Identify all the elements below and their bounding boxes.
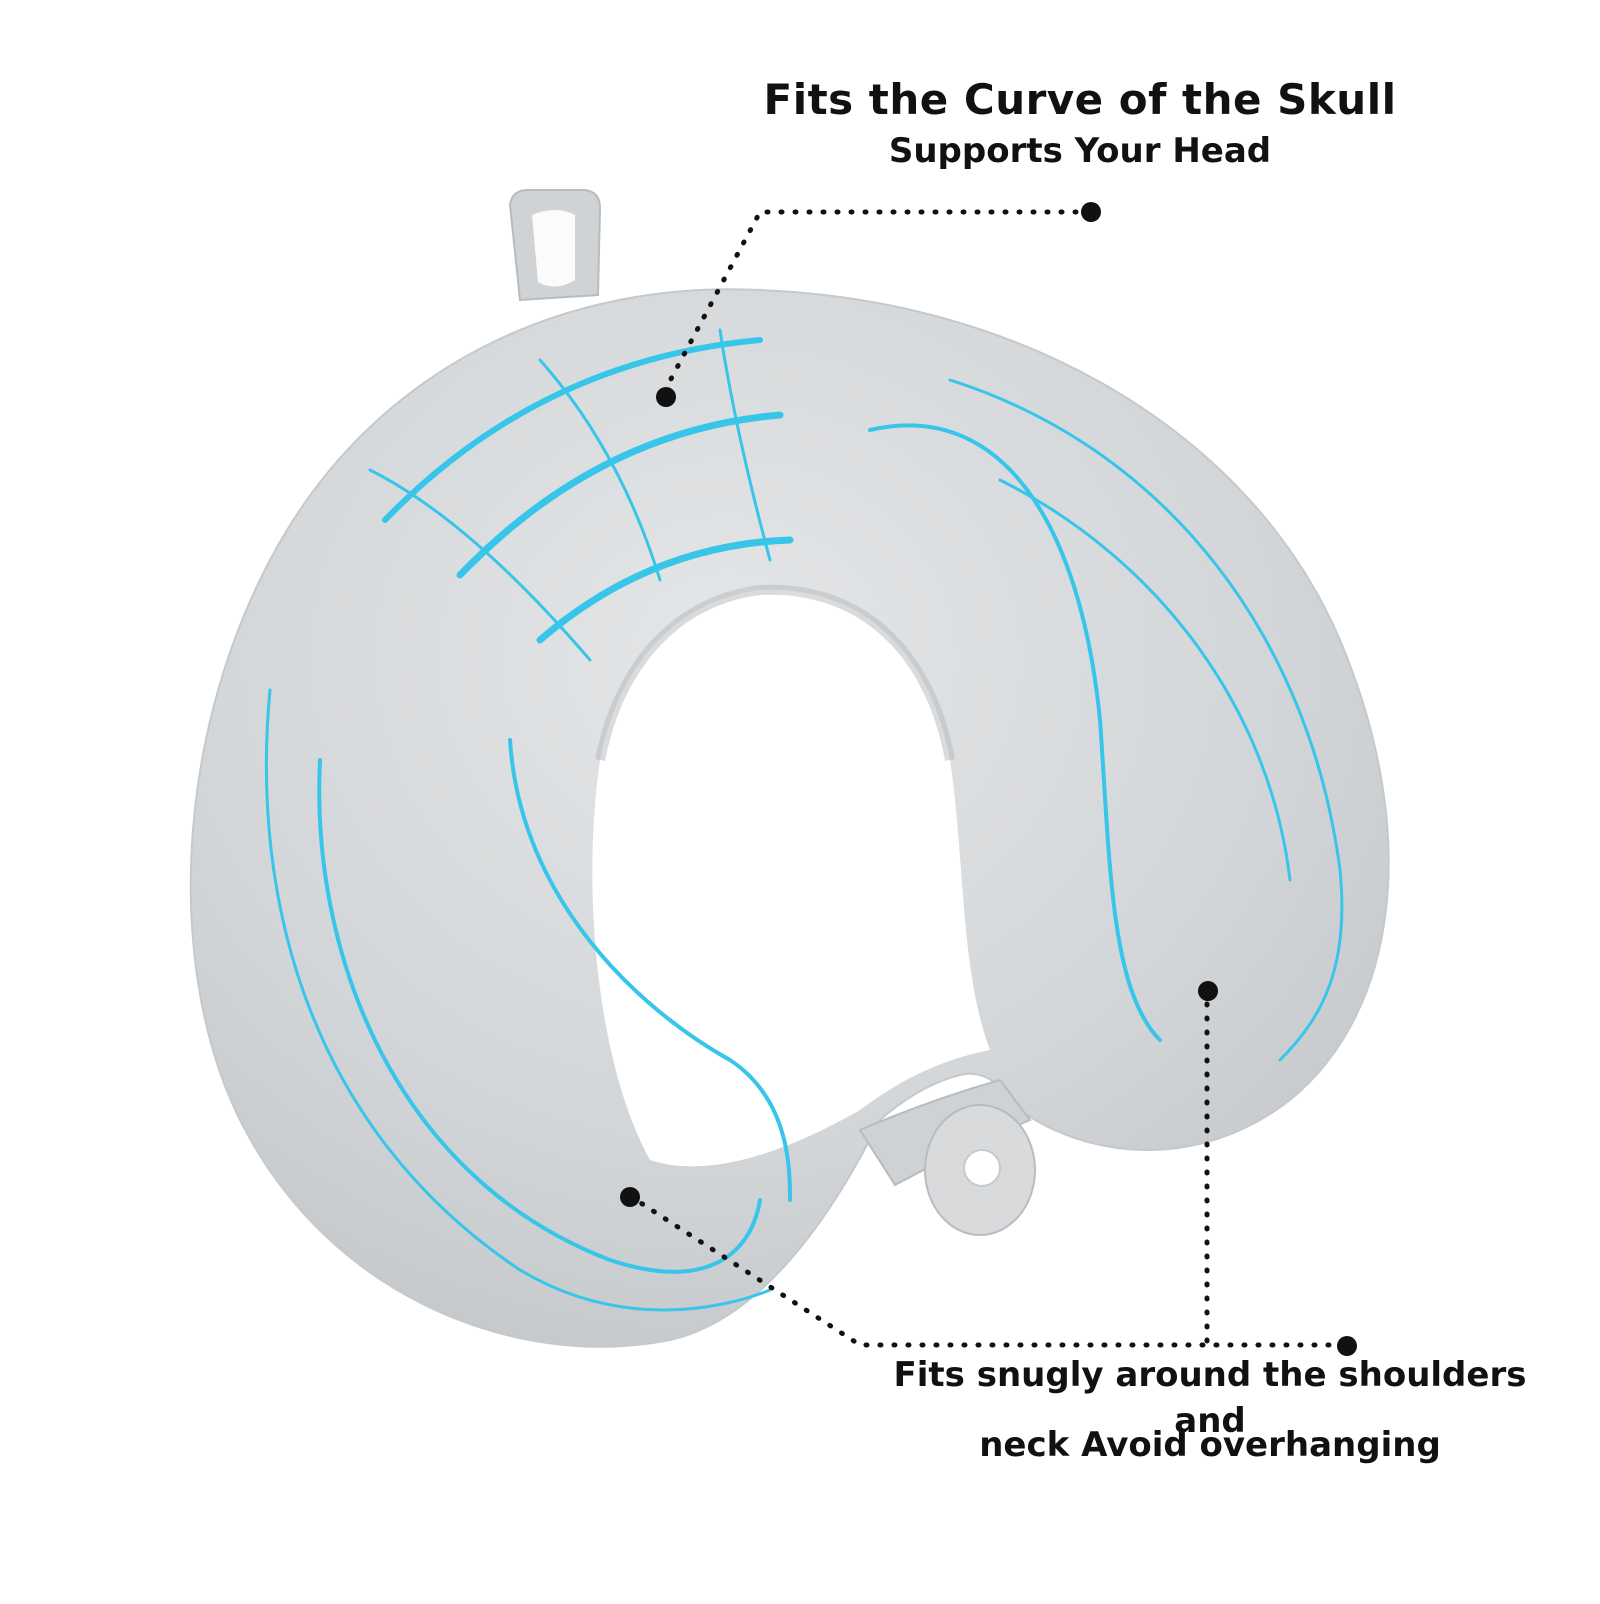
callout-bottom-line-2: neck Avoid overhanging xyxy=(979,1425,1441,1465)
snap-button xyxy=(963,1149,1001,1187)
callout-top-title: Fits the Curve of the Skull xyxy=(763,75,1397,124)
dot-left-arm-icon xyxy=(620,1187,640,1207)
dot-right-arm-icon xyxy=(1198,981,1218,1001)
callout-top-subtitle: Supports Your Head xyxy=(888,131,1272,171)
dot-skull-icon xyxy=(656,387,676,407)
hanging-loop xyxy=(508,189,602,302)
contour-lines xyxy=(264,328,1344,1312)
marker-dots xyxy=(620,202,1357,1356)
dot-top-right-icon xyxy=(1081,202,1101,222)
neck-pillow xyxy=(189,288,1390,1348)
leader-lines xyxy=(627,209,1343,1348)
callout-bottom-line-1: Fits snugly around the shoulders and xyxy=(893,1355,1527,1441)
snap-strap xyxy=(858,1078,1036,1236)
dot-bottom-right-icon xyxy=(1337,1336,1357,1356)
